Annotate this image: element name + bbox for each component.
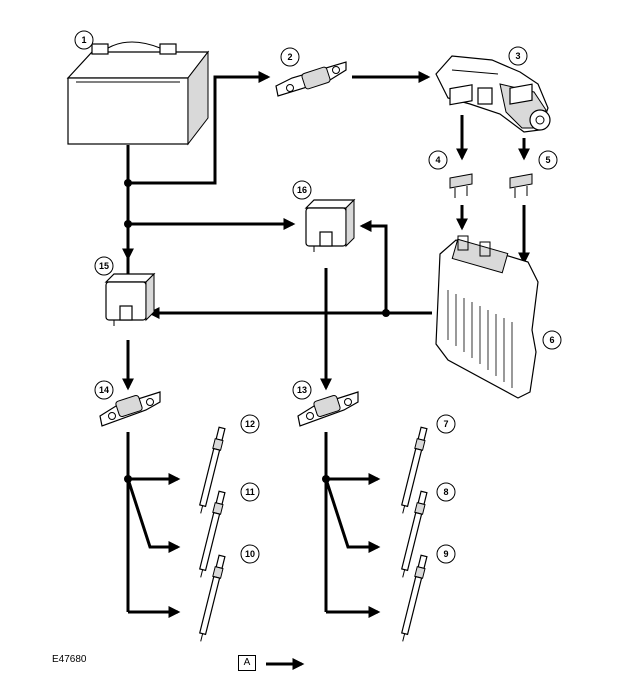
legend-label: A xyxy=(238,655,256,671)
callout-label: 5 xyxy=(545,155,550,165)
callout-label: 3 xyxy=(515,51,520,61)
callout-label: 15 xyxy=(99,261,109,271)
glow-plug xyxy=(199,490,226,578)
callout-2: 2 xyxy=(280,47,300,67)
callout-6: 6 xyxy=(542,330,562,350)
callout-label: 12 xyxy=(245,419,255,429)
glow-plug xyxy=(199,554,226,642)
callout-label: 6 xyxy=(549,335,554,345)
mega-fuse xyxy=(99,391,161,427)
callout-label: 13 xyxy=(297,385,307,395)
mega-fuse xyxy=(297,391,359,427)
engine-control-module xyxy=(435,235,539,399)
callout-7: 7 xyxy=(436,414,456,434)
wire-to-fuse-2 xyxy=(128,71,271,185)
figure-id: E47680 xyxy=(52,654,87,665)
callout-label: 7 xyxy=(443,419,448,429)
callout-16: 16 xyxy=(292,180,312,200)
wire-to-plug-8 xyxy=(324,478,381,553)
glow-plug-relay xyxy=(104,272,156,326)
wire-to-plug-11 xyxy=(126,478,181,553)
wiring xyxy=(122,71,530,618)
mega-fuse xyxy=(275,61,347,97)
mini-fuse xyxy=(449,84,473,198)
callout-label: 2 xyxy=(287,52,292,62)
legend-arrow-icon xyxy=(266,658,305,670)
callout-label: 11 xyxy=(245,487,255,497)
callout-label: 16 xyxy=(297,185,307,195)
callout-12: 12 xyxy=(240,414,260,434)
battery xyxy=(66,41,210,146)
wire-ecm-to-relay-16 xyxy=(359,220,388,313)
callout-label: 8 xyxy=(443,487,448,497)
callout-label: 14 xyxy=(99,385,109,395)
callout-label: 10 xyxy=(245,549,255,559)
callout-10: 10 xyxy=(240,544,260,564)
glow-plug xyxy=(199,426,226,514)
callout-3: 3 xyxy=(508,46,528,66)
legend: A xyxy=(238,652,318,676)
callout-11: 11 xyxy=(240,482,260,502)
glow-plug xyxy=(401,490,428,578)
glow-plug-relay xyxy=(304,198,356,252)
callout-15: 15 xyxy=(94,256,114,276)
callout-8: 8 xyxy=(436,482,456,502)
callout-14: 14 xyxy=(94,380,114,400)
callout-9: 9 xyxy=(436,544,456,564)
ignition-switch xyxy=(435,55,551,133)
callout-label: 9 xyxy=(443,549,448,559)
callout-5: 5 xyxy=(538,150,558,170)
callout-13: 13 xyxy=(292,380,312,400)
glow-plug xyxy=(401,554,428,642)
callout-label: 4 xyxy=(435,155,440,165)
callout-4: 4 xyxy=(428,150,448,170)
callout-label: 1 xyxy=(81,35,86,45)
mini-fuse xyxy=(509,83,533,198)
glow-plug xyxy=(401,426,428,514)
callout-1: 1 xyxy=(74,30,94,50)
